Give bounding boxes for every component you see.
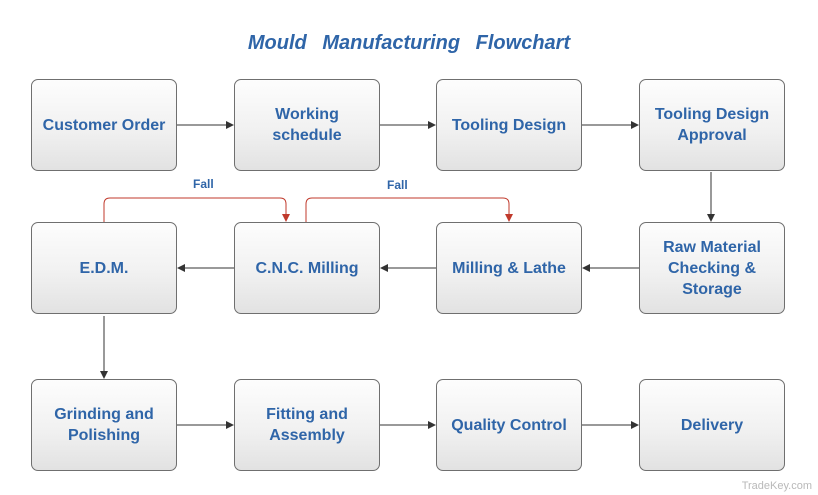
step-cnc-milling: C.N.C. Milling: [234, 222, 380, 314]
step-working-schedule: Working schedule: [234, 79, 380, 171]
step-delivery: Delivery: [639, 379, 785, 471]
step-milling-lathe: Milling & Lathe: [436, 222, 582, 314]
step-customer-order: Customer Order: [31, 79, 177, 171]
step-tooling-design: Tooling Design: [436, 79, 582, 171]
fall-label: Fall: [193, 177, 214, 191]
fall-arrow-cnc-to-milling: [305, 197, 513, 222]
page-title: Mould Manufacturing Flowchart: [247, 32, 571, 54]
step-quality-control: Quality Control: [436, 379, 582, 471]
step-fitting-assembly: Fitting and Assembly: [234, 379, 380, 471]
step-tooling-design-approval: Tooling Design Approval: [639, 79, 785, 171]
watermark: TradeKey.com: [741, 480, 812, 492]
step-raw-material: Raw Material Checking & Storage: [639, 222, 785, 314]
step-edm: E.D.M.: [31, 222, 177, 314]
fall-arrow-edm-to-cnc: [103, 197, 290, 222]
fall-label: Fall: [387, 178, 408, 192]
step-grinding-polishing: Grinding and Polishing: [31, 379, 177, 471]
